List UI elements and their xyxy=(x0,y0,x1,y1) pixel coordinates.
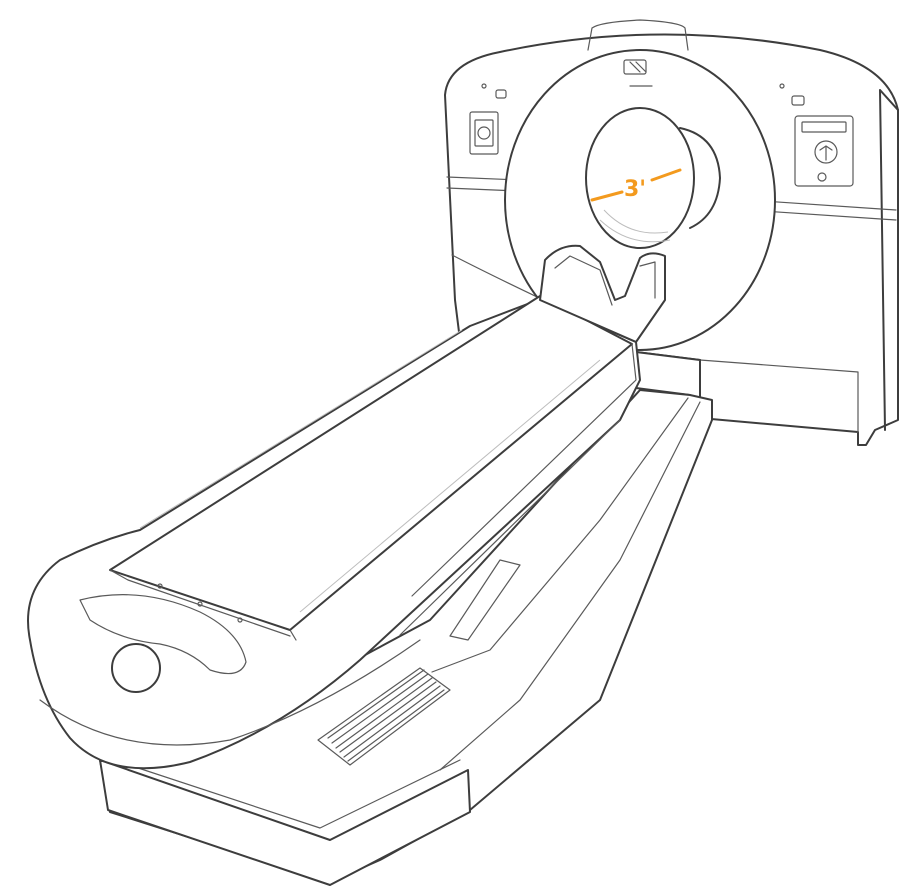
rail-assembly xyxy=(99,351,713,886)
table-foot-knob xyxy=(111,643,161,693)
gantry-bore-shading xyxy=(599,209,671,243)
gantry-bore xyxy=(585,107,695,249)
head-rest-inner xyxy=(554,255,656,306)
control-panel-icon xyxy=(794,115,854,187)
indicator-right xyxy=(791,95,805,106)
bore-dimension-label: 3' xyxy=(624,177,646,202)
patient-table xyxy=(27,244,666,770)
bore-dimension-line-left xyxy=(590,190,624,202)
rail-slot xyxy=(449,559,521,641)
table-side-rail xyxy=(399,343,637,636)
table-side-shadow xyxy=(139,329,601,613)
indicator-left xyxy=(495,89,507,99)
gantry-bore-depth xyxy=(679,127,721,229)
indicator-right-dot xyxy=(779,83,785,89)
table-foot-trim xyxy=(39,639,421,746)
table-top-edge xyxy=(109,569,297,641)
rail-track-inner xyxy=(439,401,701,771)
base-vent-grille xyxy=(317,667,451,766)
base-plinth xyxy=(99,759,471,886)
laser-alignment-icon xyxy=(623,59,653,87)
bore-dimension: 3' xyxy=(590,168,682,202)
indicator-left-dot xyxy=(481,83,487,89)
rail-track-groove xyxy=(431,397,689,673)
base-plinth-edge xyxy=(119,759,461,829)
table-screw-3 xyxy=(237,617,243,623)
table-foot-cutout xyxy=(79,594,247,675)
control-panel-icon xyxy=(469,111,499,155)
table-screw-1 xyxy=(157,583,163,589)
bore-dimension-line-right xyxy=(650,168,682,182)
gantry-side xyxy=(879,89,899,431)
table-screw-2 xyxy=(197,601,203,607)
head-rest xyxy=(539,244,666,343)
gantry-top-vent xyxy=(587,19,689,51)
